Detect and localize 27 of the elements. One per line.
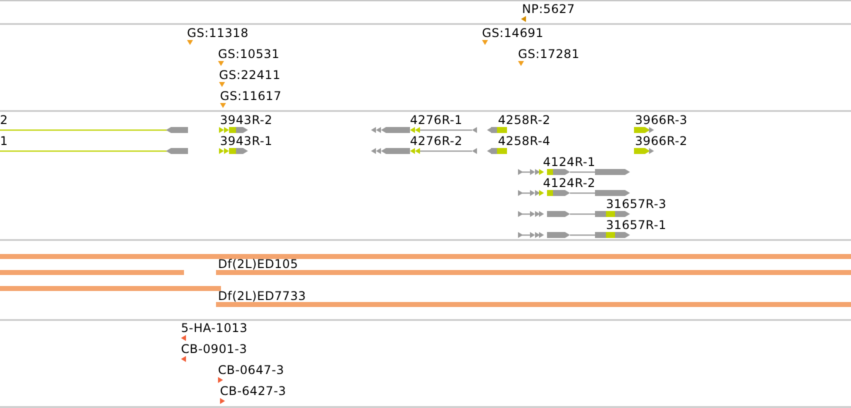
feature-label: 4124R-1 (543, 155, 596, 169)
feature-label: GS:22411 (219, 68, 281, 82)
feature-label: CB-6427-3 (220, 384, 286, 398)
feature-label: 1 (0, 134, 8, 148)
feature-label: GS:11617 (220, 89, 282, 103)
feature-label: CB-0647-3 (218, 363, 284, 377)
feature-label: 3943R-2 (220, 113, 272, 127)
feature-label: 4124R-2 (543, 176, 596, 190)
feature-label: GS:14691 (482, 26, 544, 40)
feature-label: 4276R-2 (410, 134, 462, 148)
feature-label: GS:11318 (187, 26, 249, 40)
feature-label: 31657R-1 (606, 218, 666, 232)
feature-label: NP:5627 (522, 2, 575, 16)
feature-label: 31657R-3 (606, 197, 666, 211)
feature-label: 4258R-4 (498, 134, 550, 148)
feature-label: CB-0901-3 (181, 342, 248, 356)
feature-label: 4258R-2 (498, 113, 550, 127)
feature-label: Df(2L)ED7733 (218, 289, 306, 303)
feature-label: 5-HA-1013 (181, 321, 248, 335)
feature-label: 2 (0, 113, 8, 127)
feature-label: 4276R-1 (410, 113, 462, 127)
feature-label: 3966R-3 (635, 113, 688, 127)
feature-label: Df(2L)ED105 (218, 257, 298, 271)
feature-label: GS:17281 (518, 47, 580, 61)
feature-label: GS:10531 (218, 47, 280, 61)
feature-label: 3943R-1 (220, 134, 272, 148)
feature-label: 3966R-2 (635, 134, 688, 148)
